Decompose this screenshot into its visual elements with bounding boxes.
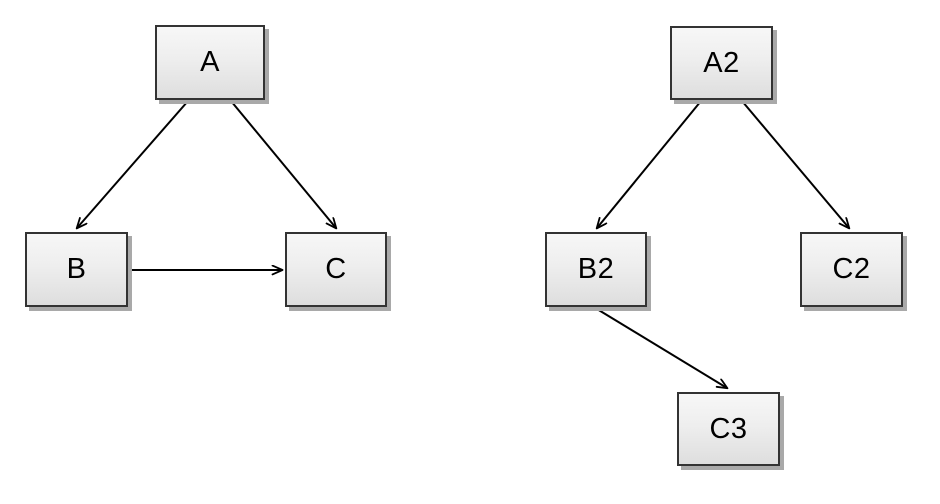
node-b[interactable]: B [25, 232, 128, 307]
node-c[interactable]: C [285, 232, 387, 307]
edge-a2-to-b2 [597, 100, 702, 228]
node-c3[interactable]: C3 [677, 392, 780, 466]
edge-a2-to-c2 [741, 100, 849, 228]
node-a2[interactable]: A2 [670, 26, 773, 100]
node-c2[interactable]: C2 [800, 232, 903, 307]
node-c3-label: C3 [709, 412, 748, 445]
node-c-label: C [325, 253, 347, 285]
edge-b2-to-c3 [596, 308, 727, 388]
node-b2-label: B2 [577, 253, 615, 285]
node-a-label: A [200, 46, 220, 78]
node-a[interactable]: A [155, 25, 265, 100]
node-b-label: B [66, 253, 87, 285]
node-c2-label: C2 [832, 253, 871, 285]
edge-a-to-b [77, 100, 189, 228]
edge-a-to-c [230, 100, 336, 228]
node-b2[interactable]: B2 [545, 232, 647, 307]
node-a2-label: A2 [703, 46, 740, 79]
